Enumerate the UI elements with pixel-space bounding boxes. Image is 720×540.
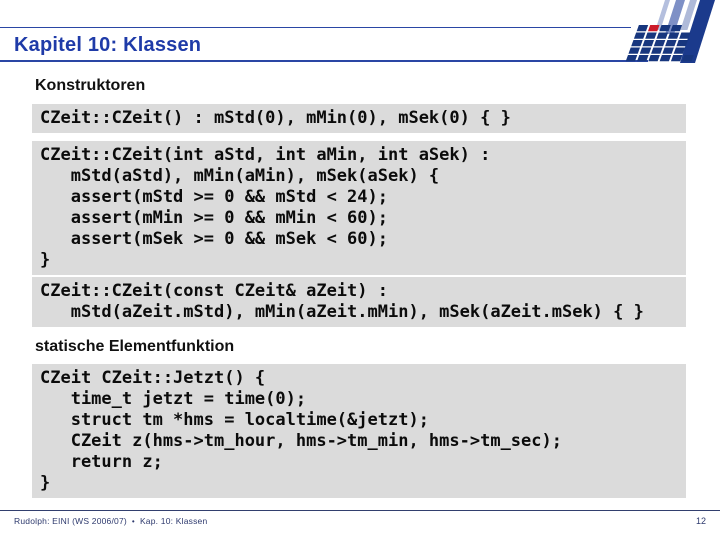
code-block-parameter-constructor: CZeit::CZeit(int aStd, int aMin, int aSe…	[32, 141, 686, 275]
header-top-rule	[0, 27, 631, 28]
logo-red-tile	[647, 25, 660, 32]
checkmark-tiles-logo-icon	[625, 0, 715, 63]
header-bottom-rule	[0, 60, 648, 62]
code-block-default-constructor: CZeit::CZeit() : mStd(0), mMin(0), mSek(…	[32, 104, 686, 133]
slide-title: Kapitel 10: Klassen	[14, 34, 202, 56]
footer-bullet-icon: •	[131, 517, 135, 526]
footer-chapter-label: Kap. 10: Klassen	[139, 516, 208, 526]
code-block-copy-constructor: CZeit::CZeit(const CZeit& aZeit) : mStd(…	[32, 277, 686, 327]
code-block-static-member-function: CZeit CZeit::Jetzt() { time_t jetzt = ti…	[32, 364, 686, 498]
page-number: 12	[695, 516, 706, 526]
footer-rule	[0, 510, 720, 511]
logo-tile-grid	[625, 25, 694, 62]
section-heading-konstruktoren: Konstruktoren	[35, 77, 146, 94]
footer-caption: Rudolph: EINI (WS 2006/07) • Kap. 10: Klas…	[14, 516, 207, 526]
footer-course-label: Rudolph: EINI (WS 2006/07)	[14, 516, 127, 526]
section-heading-statische-elementfunktion: statische Elementfunktion	[35, 338, 235, 355]
